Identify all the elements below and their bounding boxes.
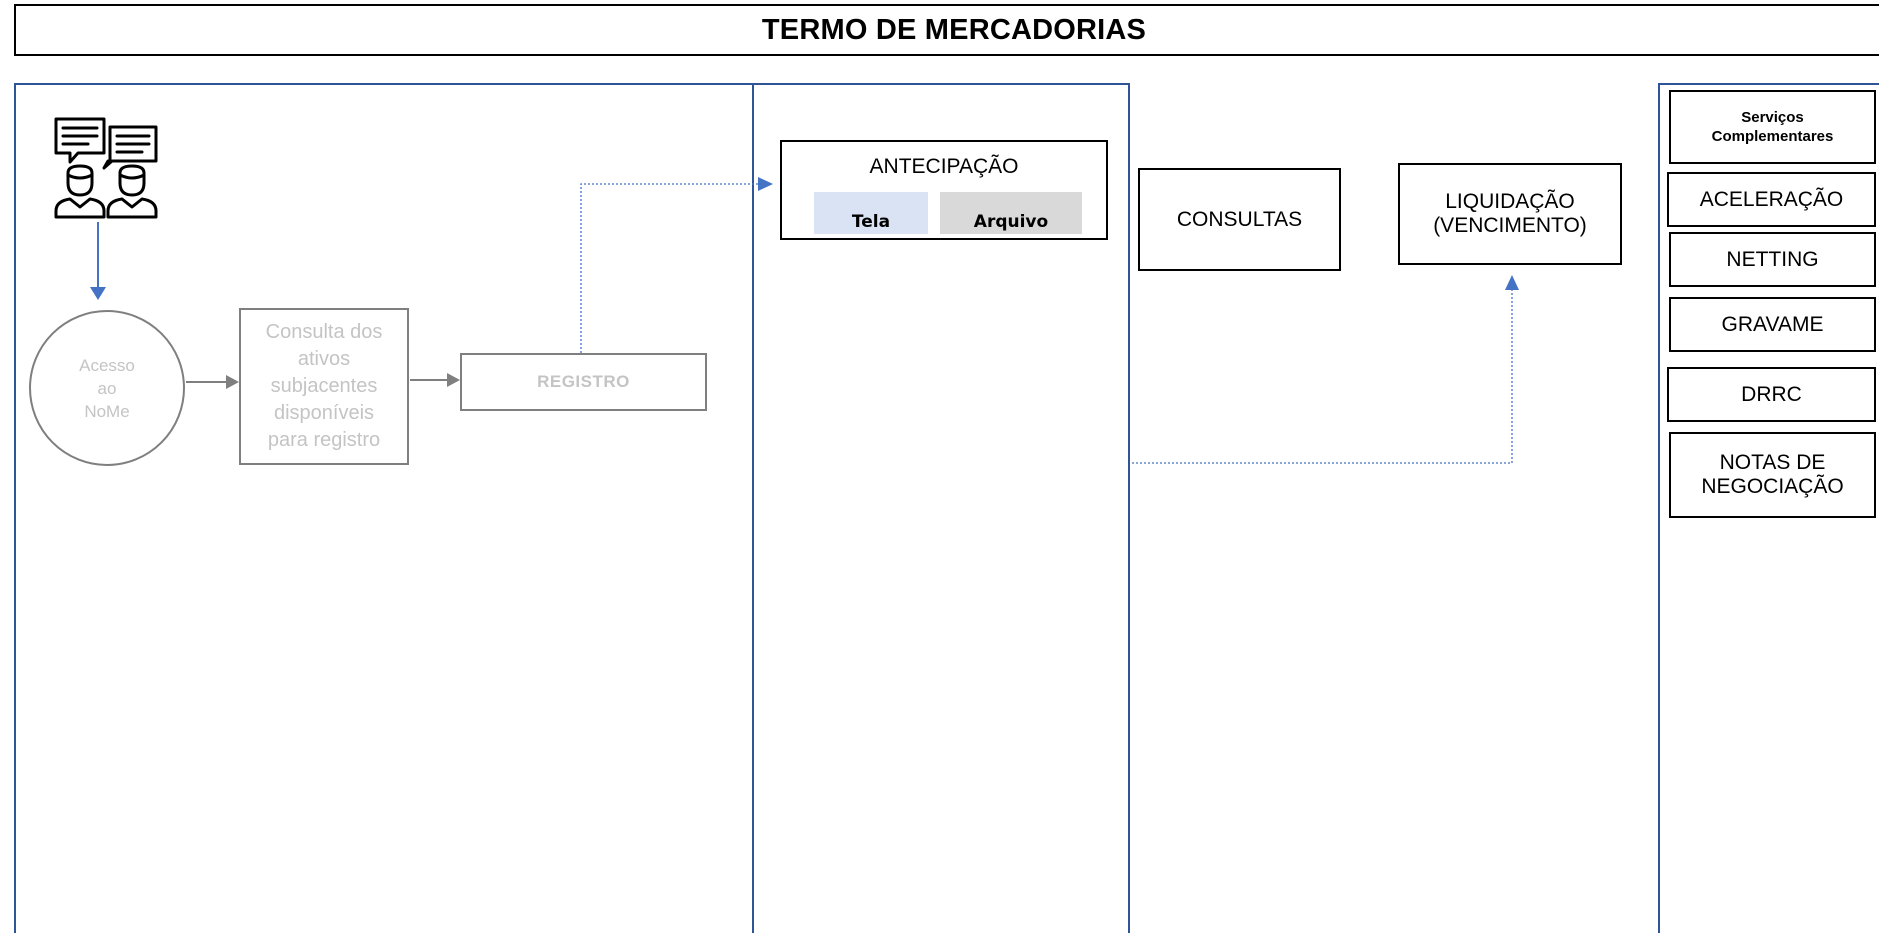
- arrow-head-access-to-consulta: [226, 375, 239, 389]
- services-header-label: Serviços Complementares: [1711, 109, 1834, 145]
- lane-antecipacao: [752, 83, 1130, 933]
- access-node[interactable]: Acesso ao NoMe: [29, 310, 185, 466]
- registro-label: REGISTRO: [537, 372, 630, 391]
- service-item-label: NETTING: [1726, 247, 1819, 271]
- arrow-head-registro-to-antecipacao: [758, 177, 773, 191]
- service-item-label: NOTAS DE NEGOCIAÇÃO: [1701, 451, 1844, 498]
- consultas-label: CONSULTAS: [1176, 207, 1303, 231]
- antecipacao-title: ANTECIPAÇÃO: [869, 155, 1019, 178]
- antecipacao-tela-button[interactable]: Tela: [814, 192, 928, 234]
- access-node-label: Acesso ao NoMe: [79, 355, 135, 421]
- page-title: TERMO DE MERCADORIAS: [14, 4, 1879, 56]
- service-item-notas-de-negociacao[interactable]: NOTAS DE NEGOCIAÇÃO: [1669, 432, 1876, 518]
- users-chat-icon: [54, 117, 158, 219]
- service-item-gravame[interactable]: GRAVAME: [1669, 297, 1876, 352]
- service-item-drrc[interactable]: DRRC: [1667, 367, 1876, 422]
- arrow-head-users-to-access: [90, 287, 106, 300]
- service-item-label: GRAVAME: [1721, 312, 1824, 336]
- consulta-ativos-label: Consulta dos ativos subjacentes disponív…: [265, 321, 383, 451]
- arrow-lane-to-liquidacao: [1132, 286, 1513, 464]
- liquidacao-box[interactable]: LIQUIDAÇÃO (VENCIMENTO): [1398, 163, 1622, 265]
- liquidacao-label: LIQUIDAÇÃO (VENCIMENTO): [1433, 190, 1587, 237]
- consulta-ativos-node[interactable]: Consulta dos ativos subjacentes disponív…: [239, 308, 409, 465]
- consultas-box[interactable]: CONSULTAS: [1138, 168, 1341, 271]
- service-item-label: ACELERAÇÃO: [1699, 187, 1844, 211]
- lane-servicos: [1658, 83, 1879, 933]
- antecipacao-box[interactable]: ANTECIPAÇÃO Tela Arquivo: [780, 140, 1108, 240]
- service-item-netting[interactable]: NETTING: [1669, 232, 1876, 287]
- registro-node[interactable]: REGISTRO: [460, 353, 707, 411]
- arrow-registro-to-antecipacao: [580, 183, 759, 353]
- service-item-label: DRRC: [1741, 382, 1802, 406]
- arrow-head-consulta-to-registro: [447, 373, 460, 387]
- page-title-text: TERMO DE MERCADORIAS: [761, 13, 1147, 46]
- antecipacao-arquivo-button[interactable]: Arquivo: [940, 192, 1082, 234]
- arrow-head-lane-to-liquidacao: [1505, 275, 1519, 290]
- service-item-aceleracao[interactable]: ACELERAÇÃO: [1667, 172, 1876, 227]
- services-header: Serviços Complementares: [1669, 90, 1876, 164]
